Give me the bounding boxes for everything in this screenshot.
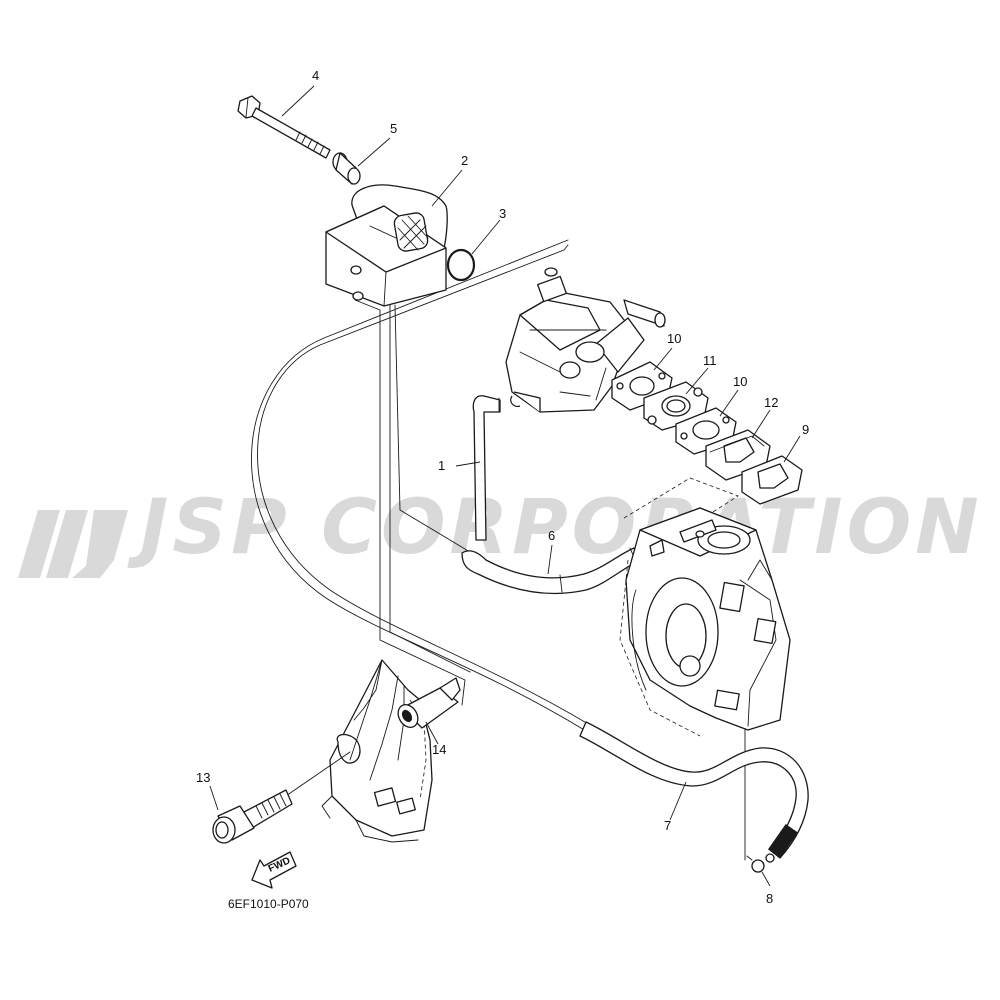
- hose-7: [579, 721, 809, 859]
- bolt-4: [237, 95, 331, 159]
- holder-14: [397, 677, 461, 729]
- clip-8: [746, 853, 775, 873]
- o-ring-3: [446, 248, 476, 282]
- collar-5: [332, 152, 361, 185]
- callout-6: 6: [548, 528, 555, 543]
- silencer-2: [325, 184, 448, 307]
- lower-bracket: [321, 659, 433, 843]
- callout-13: 13: [196, 770, 210, 785]
- callout-10-upper: 10: [667, 331, 681, 346]
- diagram-code: 6EF1010-P070: [228, 897, 309, 911]
- callout-7: 7: [664, 818, 671, 833]
- cylinder-block: [619, 477, 791, 737]
- watermark-logo-icon: [18, 510, 128, 578]
- forward-arrow-icon: FWD: [251, 851, 297, 889]
- callout-2: 2: [461, 153, 468, 168]
- callouts: 4 5 2 3 1 6 7 8 9 10 11 10 12 13 14: [196, 68, 809, 906]
- callout-10-lower: 10: [733, 374, 747, 389]
- callout-12: 12: [764, 395, 778, 410]
- callout-5: 5: [390, 121, 397, 136]
- gasket-9: [741, 455, 803, 505]
- leader-lines: [209, 85, 801, 887]
- callout-11: 11: [703, 353, 717, 368]
- watermark-text: JSP CORPORATION: [127, 482, 983, 571]
- knob-13: [212, 751, 351, 844]
- callout-1: 1: [438, 458, 445, 473]
- callout-4: 4: [312, 68, 319, 83]
- callout-8: 8: [766, 891, 773, 906]
- callout-3: 3: [499, 206, 506, 221]
- callout-9: 9: [802, 422, 809, 437]
- callout-14: 14: [432, 742, 446, 757]
- watermark: JSP CORPORATION: [18, 482, 983, 578]
- carburetor: [505, 267, 666, 413]
- hose-1: [472, 395, 501, 541]
